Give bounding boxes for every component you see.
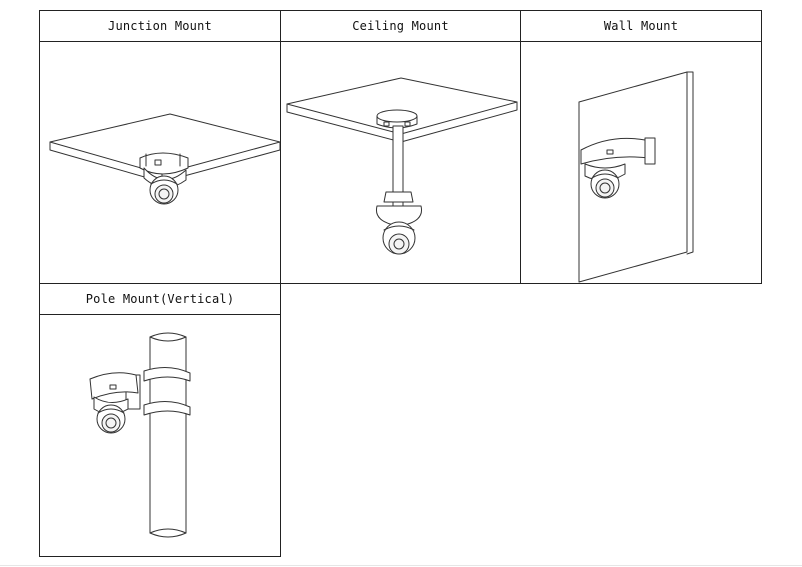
wall-mount-drawing [578, 71, 694, 283]
junction-mount-label: Junction Mount [40, 11, 280, 42]
pole-mount-cell: Pole Mount(Vertical) [39, 283, 281, 557]
pole-mount-label: Pole Mount(Vertical) [40, 284, 280, 315]
pole-mount-drawing [89, 332, 191, 538]
ceiling-mount-drawing [286, 77, 518, 255]
wall-mount-cell: Wall Mount [520, 10, 762, 284]
junction-mount-drawing [49, 113, 280, 205]
junction-mount-illustration [40, 42, 280, 283]
pole-mount-illustration [40, 315, 280, 556]
ceiling-mount-cell: Ceiling Mount [280, 10, 521, 284]
ceiling-mount-illustration [281, 42, 520, 283]
wall-mount-illustration [521, 42, 761, 283]
page-footer-rule [0, 565, 802, 566]
ceiling-mount-label: Ceiling Mount [281, 11, 520, 42]
junction-mount-cell: Junction Mount [39, 10, 281, 284]
wall-mount-label: Wall Mount [521, 11, 761, 42]
